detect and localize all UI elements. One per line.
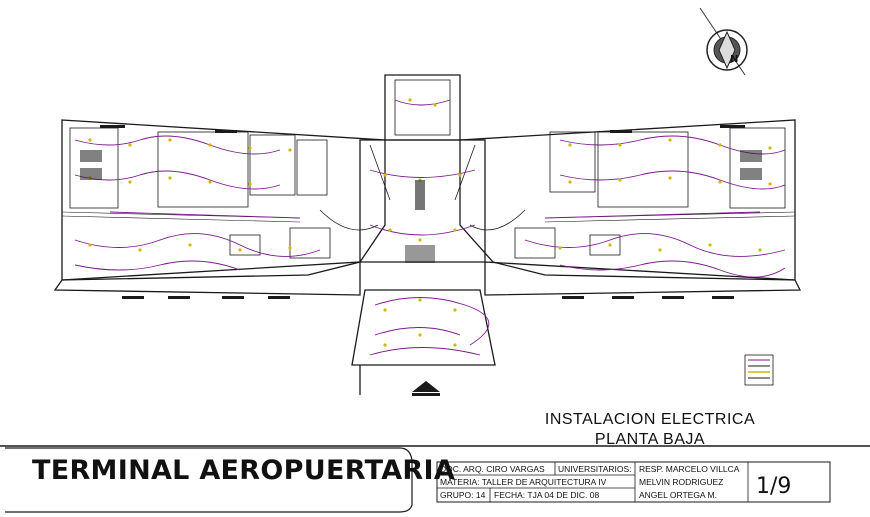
tb-materia: MATERIA: TALLER DE ARQUITECTURA IV	[440, 477, 607, 487]
project-title: TERMINAL AEROPUERTARIA	[32, 455, 456, 486]
entrance-arrow-icon	[412, 381, 440, 396]
tb-universitarios: UNIVERSITARIOS:	[558, 464, 632, 474]
north-letter: N	[730, 54, 738, 65]
tb-student3: ANGEL ORTEGA M.	[639, 490, 717, 500]
tb-fecha: FECHA: TJA 04 DE DIC. 08	[494, 490, 600, 500]
plan-title-line2: PLANTA BAJA	[594, 431, 706, 448]
electrical-legend	[744, 354, 774, 386]
title-block-frame	[0, 445, 870, 513]
seating-blocks	[80, 125, 762, 263]
light-fixtures	[88, 98, 772, 347]
plan-title-line1: INSTALACION ELECTRICA	[544, 411, 756, 428]
tb-student2: MELVIN RODRIGUEZ	[639, 477, 724, 487]
electrical-wiring	[74, 99, 786, 356]
north-arrow-icon: N	[699, 7, 748, 76]
building-outline	[53, 74, 802, 395]
tb-doc: DOC. ARQ. CIRO VARGAS	[440, 464, 545, 474]
gate-markers	[122, 296, 734, 299]
plan-title: INSTALACION ELECTRICA PLANTA BAJA	[530, 410, 770, 450]
tb-grupo: GRUPO: 14	[440, 490, 486, 500]
interior-walls	[69, 79, 786, 259]
tb-resp: RESP. MARCELO VILLCA	[639, 464, 740, 474]
facade-lines	[61, 211, 796, 223]
sheet-number: 1/9	[756, 474, 792, 499]
